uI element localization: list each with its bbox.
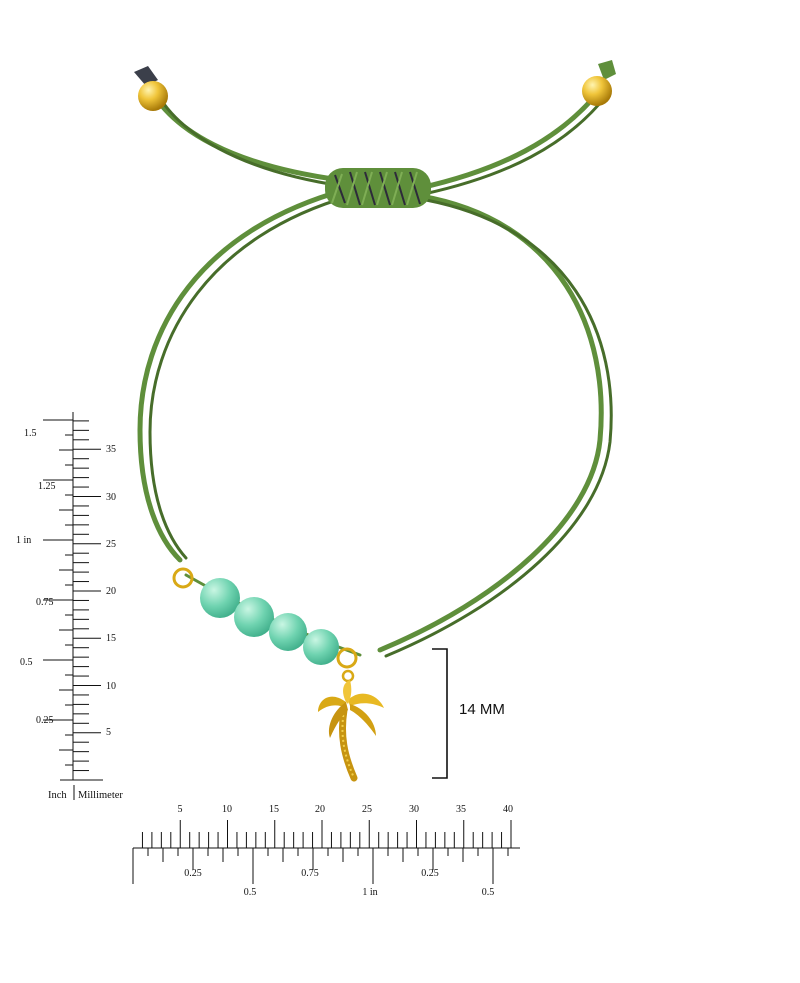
gemstone-bead-icon [234,597,274,637]
inch-caption: Inch [48,790,67,801]
inch-label: 0.25 [36,715,54,726]
gold-end-bead-icon [582,76,612,106]
mm-label: 40 [503,804,513,815]
cord-end-left [134,66,168,111]
jump-ring-icon [172,567,194,589]
mm-label: 15 [106,633,116,644]
mm-label: 20 [106,586,116,597]
mm-label: 25 [106,539,116,550]
vertical-ruler-mm-labels: 35 30 25 20 15 10 5 [106,444,116,738]
mm-label: 20 [315,804,325,815]
gemstone-bead-icon [200,578,240,618]
mm-label: 35 [106,444,116,455]
mm-label: 25 [362,804,372,815]
inch-label: 0.5 [482,887,495,898]
sliding-knot [325,168,431,208]
mm-label: 5 [178,804,183,815]
horizontal-ruler-inch-labels: 0.25 0.5 0.75 1 in 0.25 0.5 [184,868,494,898]
cord-end-right [582,60,616,106]
inch-label: 0.75 [36,597,54,608]
horizontal-ruler [132,820,520,884]
mm-label: 10 [106,681,116,692]
vertical-ruler [43,412,103,800]
bracelet-cord [137,87,613,658]
mm-label: 10 [222,804,232,815]
charm-size-label: 14 MM [459,701,505,718]
inch-label: 0.75 [301,868,319,879]
inch-label: 1.25 [38,481,56,492]
gemstone-bead-icon [269,613,307,651]
mm-label: 35 [456,804,466,815]
palm-tree-charm-icon [318,669,384,782]
gemstone-bead-icon [303,629,339,665]
vertical-ruler-inch-labels: 1.5 1.25 1 in 0.75 0.5 0.25 [16,428,56,726]
inch-label: 0.5 [20,657,33,668]
mm-label: 30 [409,804,419,815]
inch-label: 1 in [16,535,31,546]
horizontal-ruler-mm-labels: 5 10 15 20 25 30 35 40 [178,804,514,815]
mm-label: 30 [106,492,116,503]
inch-label: 1 in [362,887,377,898]
mm-label: 5 [106,727,111,738]
inch-label: 0.25 [184,868,202,879]
inch-label: 0.25 [421,868,439,879]
mm-label: 15 [269,804,279,815]
gold-end-bead-icon [138,81,168,111]
inch-label: 1.5 [24,428,37,439]
millimeter-caption: Millimeter [78,790,123,801]
bead-strand [200,578,339,665]
charm-dimension [432,648,448,779]
inch-label: 0.5 [244,887,257,898]
jump-ring-icon [336,647,358,669]
